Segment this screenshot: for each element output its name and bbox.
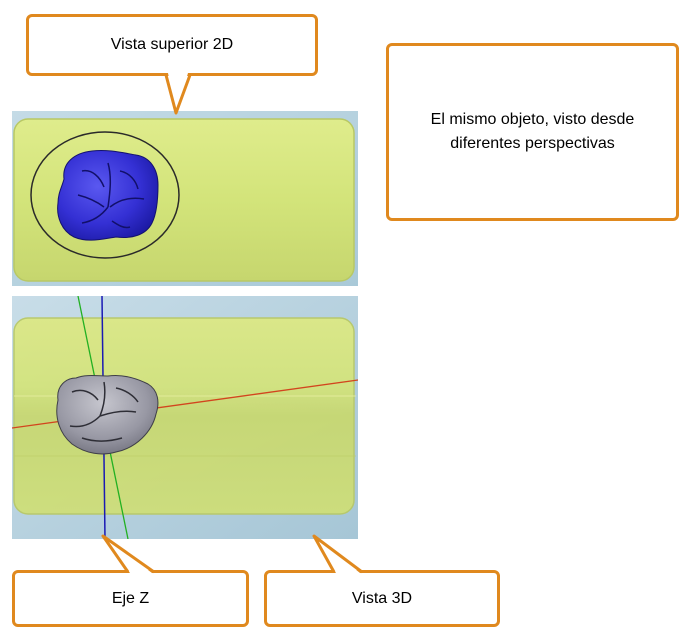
3d-view-render bbox=[12, 296, 358, 539]
tooth-3d bbox=[56, 375, 159, 455]
pointer-z-axis bbox=[101, 534, 155, 574]
callout-3d-view-text: Vista 3D bbox=[351, 589, 413, 607]
callout-top-view: Vista superior 2D bbox=[26, 14, 318, 76]
3d-view-panel bbox=[12, 296, 358, 539]
top-view-panel bbox=[12, 111, 358, 286]
margin-outline bbox=[30, 131, 180, 259]
callout-3d-view: Vista 3D bbox=[264, 570, 500, 627]
top-view-render bbox=[12, 111, 358, 286]
tray bbox=[13, 317, 355, 515]
callout-z-axis-text: Eje Z bbox=[111, 589, 150, 607]
pointer-top-view-fill bbox=[168, 73, 188, 113]
pointer-z-axis-fill bbox=[103, 536, 152, 573]
callout-same-object-text: El mismo objeto, visto desde diferentes … bbox=[430, 111, 635, 152]
tooth-top bbox=[57, 150, 159, 241]
callout-same-object: El mismo objeto, visto desde diferentes … bbox=[386, 43, 679, 221]
callout-z-axis: Eje Z bbox=[12, 570, 249, 627]
pointer-3d-view bbox=[312, 534, 363, 574]
pointer-top-view bbox=[164, 74, 192, 115]
pointer-3d-view-fill bbox=[314, 536, 360, 573]
callout-top-view-text: Vista superior 2D bbox=[110, 36, 234, 53]
